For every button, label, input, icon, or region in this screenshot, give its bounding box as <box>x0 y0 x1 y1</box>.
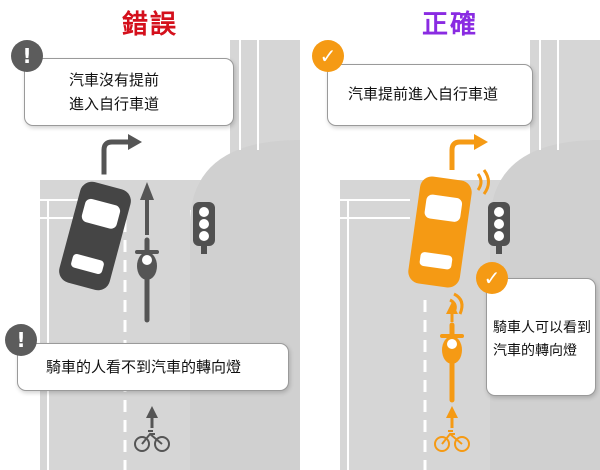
check-icon-bottom: ✓ <box>476 262 508 294</box>
right-note-top-text: 汽車提前進入自行車道 <box>348 85 499 103</box>
right-note-top: 汽車提前進入自行車道 <box>327 64 533 126</box>
bicycle-icon <box>134 430 170 452</box>
wrong-note-top: 汽車沒有提前 進入自行車道 <box>24 58 234 126</box>
wrong-panel: 錯誤 汽車沒有提前 進入自行車道 ! 騎車的人看不到汽車的轉向燈 ! <box>5 10 300 470</box>
wrong-note-top-line2: 進入自行車道 <box>69 95 160 113</box>
warning-icon: ! <box>11 40 43 72</box>
check-icon: ✓ <box>312 40 344 72</box>
wrong-note-top-line1: 汽車沒有提前 <box>69 71 160 89</box>
bicycle-icon <box>434 430 470 452</box>
car-dark-icon <box>59 181 131 291</box>
right-title: 正確 <box>421 10 478 40</box>
turn-arrow-icon <box>101 139 133 175</box>
right-note-bottom-line1: 騎車人可以看到 <box>493 320 591 336</box>
cyclist-icon <box>135 237 159 323</box>
traffic-light-icon <box>488 202 510 254</box>
turn-arrow-icon <box>449 139 476 170</box>
right-note-bottom-line2: 汽車的轉向燈 <box>493 343 577 359</box>
wrong-note-bottom-text: 騎車的人看不到汽車的轉向燈 <box>46 358 242 376</box>
wrong-note-bottom: 騎車的人看不到汽車的轉向燈 <box>17 343 289 391</box>
car-orange-icon <box>408 176 472 288</box>
blinker-front-icon <box>476 173 483 191</box>
wrong-title: 錯誤 <box>121 10 178 40</box>
traffic-light-icon <box>193 202 215 254</box>
right-note-bottom: 騎車人可以看到 汽車的轉向燈 <box>486 278 596 396</box>
cyclist-icon <box>440 322 464 403</box>
right-panel: 正確 汽車提前進入自行車道 ✓ 騎車人可以看到 汽車的轉向燈 ✓ <box>300 0 600 470</box>
corner-area <box>190 140 300 470</box>
warning-icon-bottom: ! <box>5 324 37 356</box>
